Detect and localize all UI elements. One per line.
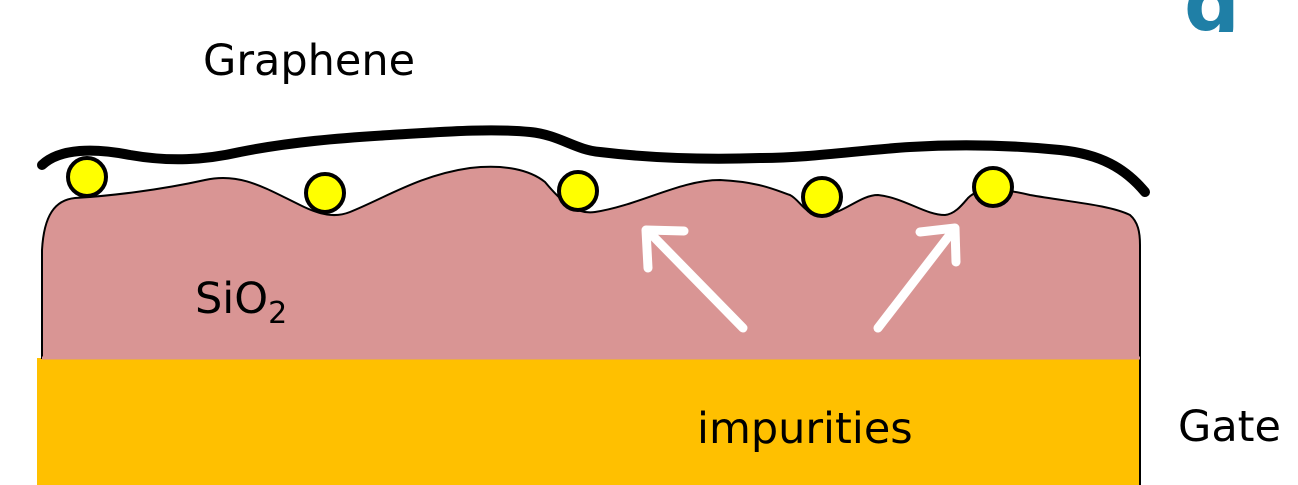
- title-fragment: g: [1178, 0, 1298, 32]
- gate-label: Gate: [1178, 406, 1281, 449]
- graphene-label: Graphene: [203, 40, 415, 83]
- impurity-3: [559, 172, 597, 210]
- impurity-4: [803, 178, 841, 216]
- impurity-1: [68, 158, 106, 196]
- gate-layer: [37, 358, 1140, 485]
- sio2-label-base: SiO: [195, 274, 268, 324]
- impurity-5: [974, 168, 1012, 206]
- title-fragment-text: g: [1184, 0, 1240, 32]
- impurity-2: [306, 174, 344, 212]
- sio2-label: SiO2: [195, 278, 287, 321]
- impurities-label: impurities: [697, 408, 913, 451]
- sio2-label-subscript: 2: [268, 296, 287, 331]
